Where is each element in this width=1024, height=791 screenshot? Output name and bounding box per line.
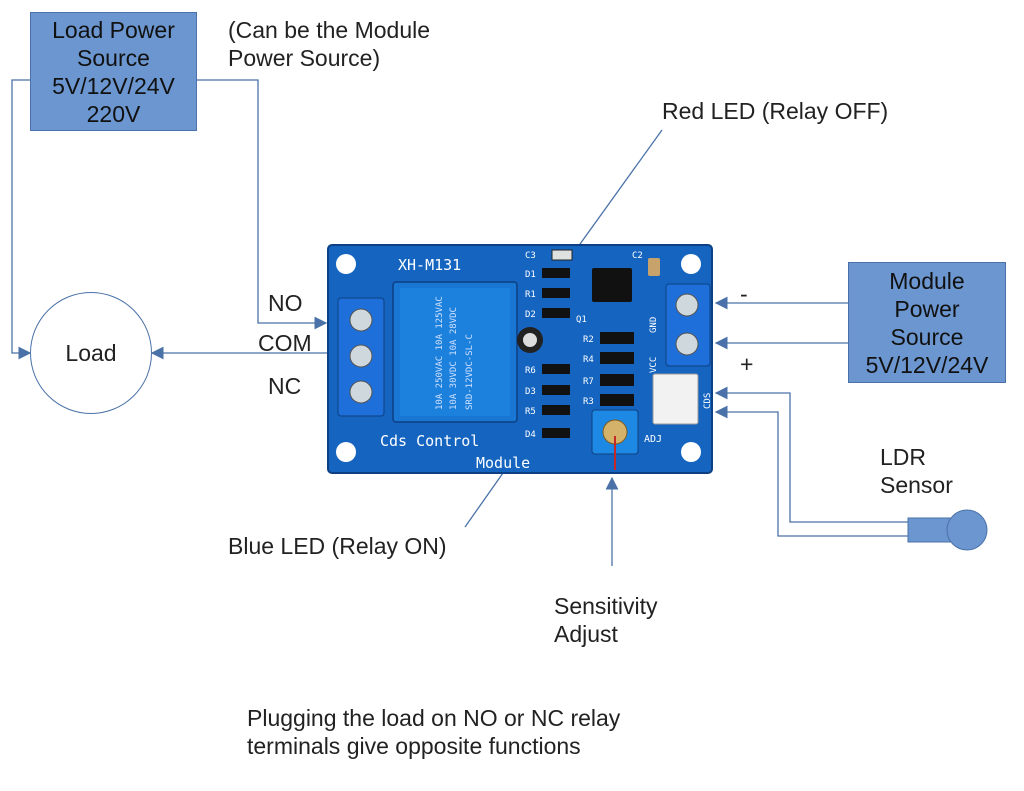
- board-title-line1: Cds Control: [380, 432, 479, 450]
- terminal-screw-nc: [349, 380, 373, 404]
- board-title-line2: Module: [476, 454, 530, 472]
- no-label: NO: [268, 290, 303, 316]
- wire-power-to-load: [11, 79, 32, 360]
- smd-r1: [542, 288, 570, 298]
- relay-top: [400, 288, 510, 416]
- footer-note: Plugging the load on NO or NC relay term…: [247, 705, 621, 759]
- label-vcc: VCC: [649, 357, 659, 373]
- label-r1: R1: [525, 290, 536, 300]
- load-circle: Load: [30, 292, 152, 414]
- terminal-screw-com: [349, 344, 373, 368]
- smd-d3: [542, 385, 570, 395]
- label-cds: CDS: [703, 393, 713, 409]
- cds-connector: [652, 373, 699, 425]
- smd-r4: [600, 352, 634, 364]
- load-label: Load: [65, 339, 117, 366]
- relay-rating-2: 10A 30VDC 10A 28VDC: [449, 307, 459, 410]
- label-gnd: GND: [649, 317, 659, 333]
- module-power-source-box: Module Power Source 5V/12V/24V: [848, 262, 1006, 383]
- module-note: (Can be the Module Power Source): [228, 17, 431, 71]
- sensitivity-label: Sensitivity Adjust: [554, 593, 658, 647]
- terminal-screw-no: [349, 308, 373, 332]
- wire-ldr-1: [714, 386, 908, 523]
- leader-blue-led: [464, 472, 504, 528]
- smd-d1: [542, 268, 570, 278]
- ldr-sensor-label: LDR Sensor: [880, 444, 953, 498]
- smd-r6: [542, 364, 570, 374]
- terminal-screw-vcc: [675, 332, 699, 356]
- relay-rating-1: 10A 250VAC 10A 125VAC: [435, 296, 445, 410]
- label-r2: R2: [583, 335, 594, 345]
- led-red: [551, 249, 573, 261]
- smd-r7: [600, 374, 634, 386]
- leader-red-led: [569, 129, 663, 259]
- minus-label: -: [740, 281, 748, 307]
- transistor-cap: [523, 333, 537, 347]
- ldr-body: [907, 517, 951, 543]
- board-model: XH-M131: [398, 256, 461, 274]
- smd-r3: [600, 394, 634, 406]
- smd-d2: [542, 308, 570, 318]
- capacitor-c2: [648, 258, 660, 276]
- mount-hole: [681, 254, 701, 274]
- red-led-label: Red LED (Relay OFF): [662, 98, 889, 124]
- label-d2: D2: [525, 310, 536, 320]
- relay-model: SRD-12VDC-SL-C: [465, 334, 475, 410]
- smd-r2: [600, 332, 634, 344]
- label-d4: D4: [525, 430, 536, 440]
- label-r7: R7: [583, 377, 594, 387]
- label-r5: R5: [525, 407, 536, 417]
- ic-chip: [592, 268, 632, 302]
- mount-hole: [336, 254, 356, 274]
- label-r6: R6: [525, 366, 536, 376]
- label-d3: D3: [525, 387, 536, 397]
- label-r4: R4: [583, 355, 594, 365]
- label-adj: ADJ: [644, 434, 662, 445]
- blue-led-label: Blue LED (Relay ON): [228, 533, 447, 559]
- plus-label: +: [740, 351, 754, 377]
- load-power-source-box: Load Power Source 5V/12V/24V 220V: [30, 12, 197, 131]
- ldr-head: [946, 509, 988, 551]
- smd-r5: [542, 405, 570, 415]
- mount-hole: [681, 442, 701, 462]
- smd-d4: [542, 428, 570, 438]
- wire-power-to-no: [196, 79, 328, 330]
- mount-hole: [336, 442, 356, 462]
- nc-label: NC: [268, 373, 302, 399]
- label-q1: Q1: [576, 315, 587, 325]
- label-d1: D1: [525, 270, 536, 280]
- label-r3: R3: [583, 397, 594, 407]
- label-c3: C3: [525, 251, 536, 261]
- label-c2: C2: [632, 251, 643, 261]
- terminal-screw-gnd: [675, 293, 699, 317]
- com-label: COM: [258, 330, 312, 356]
- wire-ldr-2: [714, 405, 908, 537]
